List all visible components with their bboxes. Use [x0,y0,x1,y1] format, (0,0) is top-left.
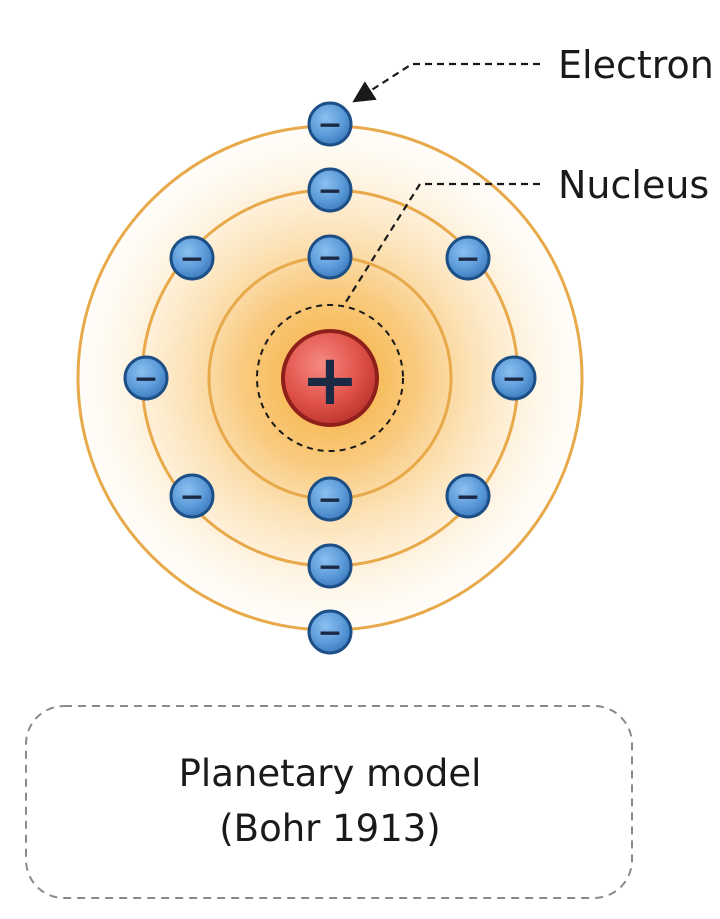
electron-icon [307,101,353,147]
electron-icon [307,476,353,522]
electron-middle-10: − [445,473,491,519]
nucleus-sign: + [301,339,360,421]
electron-middle-3: − [307,167,353,213]
electron-middle-4: − [307,543,353,589]
electron-outer-11: − [307,101,353,147]
electron-label: Electron [558,43,714,87]
electron-middle-7: − [169,235,215,281]
electron-sign: − [455,480,480,515]
electron-sign: − [179,242,204,277]
electron-icon [169,473,215,519]
electron-icon [123,355,169,401]
electron-inner-2: − [307,476,353,522]
electron-icon [445,473,491,519]
electron-sign: − [317,108,342,143]
electron-sign: − [317,616,342,651]
electron-inner-1: − [307,234,353,280]
electron-sign: − [317,174,342,209]
electron-sign: − [317,550,342,585]
electrons: − − − − − − − − − − − − [123,101,537,655]
caption-line-1: Planetary model [179,752,482,795]
nucleus: + [281,329,379,427]
electron-icon [491,355,537,401]
electron-sign: − [501,362,526,397]
electron-icon [307,543,353,589]
electron-middle-9: − [169,473,215,519]
nucleus-icon [281,329,379,427]
electron-middle-5: − [123,355,169,401]
nucleus-boundary [256,304,404,452]
electron-middle-6: − [491,355,537,401]
electron-middle-8: − [445,235,491,281]
caption-box [25,705,633,899]
electron-icon [307,234,353,280]
electron-outer-12: − [307,609,353,655]
electron-icon [307,167,353,213]
electron-sign: − [133,362,158,397]
electron-sign: − [317,241,342,276]
nucleus-leader-line [343,182,540,306]
electron-icon [307,609,353,655]
electron-icon [169,235,215,281]
electron-sign: − [179,480,204,515]
electron-sign: − [317,483,342,518]
electron-sign: − [455,242,480,277]
electron-icon [445,235,491,281]
nucleus-label: Nucleus [558,163,709,207]
caption-line-2: (Bohr 1913) [219,807,440,850]
electron-leader-line [352,62,540,103]
